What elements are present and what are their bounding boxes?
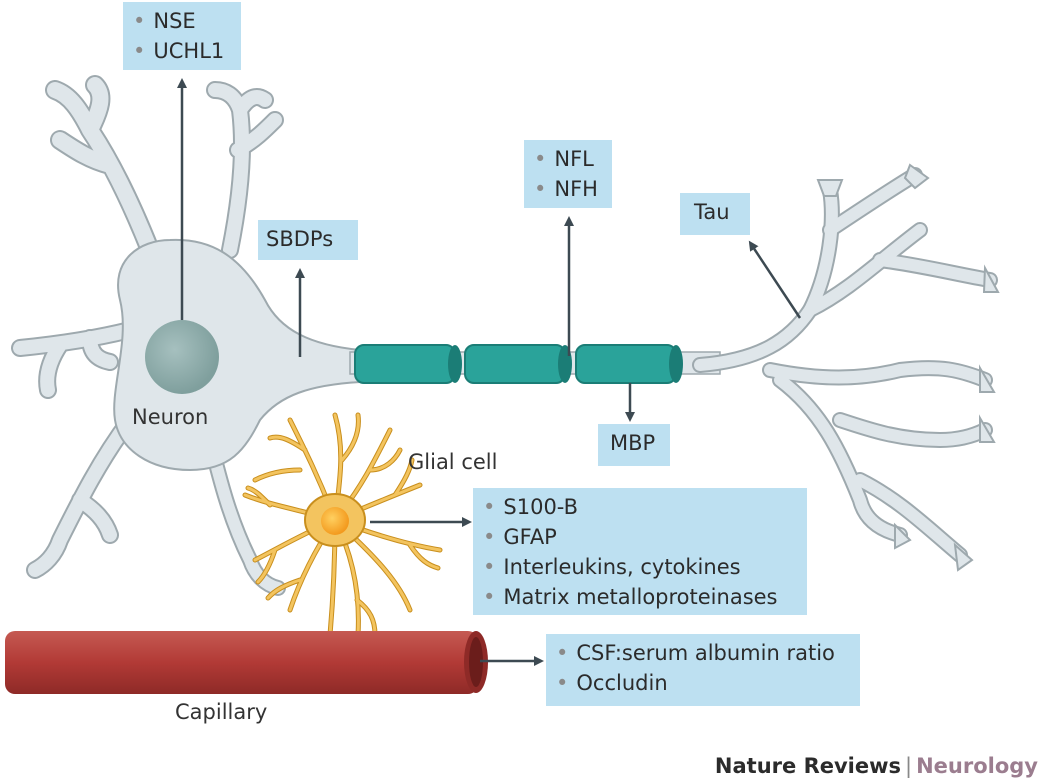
terminal-bulbs	[816, 163, 1000, 572]
arrow-tau	[748, 240, 802, 319]
myelin-segment-2	[464, 344, 572, 384]
myelin-segment-1	[354, 344, 462, 384]
marker-mmp: Matrix metalloproteinases	[483, 582, 797, 612]
marker-box-capillary: CSF:serum albumin ratio Occludin	[546, 634, 860, 706]
credit-journal: Neurology	[916, 754, 1038, 778]
marker-occludin: Occludin	[556, 668, 850, 698]
marker-box-tau: Tau	[680, 193, 750, 235]
marker-uchl1: UCHL1	[133, 36, 231, 66]
myelin-segment-3	[575, 344, 683, 384]
axon-terminal-fill	[694, 169, 996, 561]
neuron-nucleus	[145, 320, 219, 394]
marker-tau: Tau	[694, 200, 730, 224]
marker-box-axon: NFL NFH	[524, 140, 612, 208]
glial-nucleus	[321, 507, 349, 535]
marker-nfl: NFL	[534, 144, 602, 174]
journal-credit: Nature Reviews|Neurology	[715, 754, 1038, 778]
marker-nfh: NFH	[534, 174, 602, 204]
neuron-soma	[113, 238, 361, 472]
marker-interleukins: Interleukins, cytokines	[483, 552, 797, 582]
marker-box-neuron-soma: NSE UCHL1	[123, 2, 241, 70]
marker-mbp: MBP	[610, 431, 656, 455]
marker-box-sbdps: SBDPs	[258, 220, 358, 260]
capillary	[5, 631, 488, 694]
credit-publisher: Nature Reviews	[714, 754, 902, 778]
marker-box-glial: S100-B GFAP Interleukins, cytokines Matr…	[473, 488, 807, 615]
label-capillary: Capillary	[175, 700, 268, 724]
marker-nse: NSE	[133, 6, 231, 36]
marker-s100b: S100-B	[483, 492, 797, 522]
marker-box-mbp: MBP	[598, 424, 670, 466]
myelin-sheaths	[354, 344, 683, 384]
marker-gfap: GFAP	[483, 522, 797, 552]
marker-csf-albumin: CSF:serum albumin ratio	[556, 638, 850, 668]
credit-separator: |	[905, 754, 913, 778]
marker-sbdps: SBDPs	[266, 227, 334, 251]
arrows	[177, 78, 802, 666]
label-glial-cell: Glial cell	[408, 450, 498, 474]
label-neuron: Neuron	[132, 405, 209, 429]
